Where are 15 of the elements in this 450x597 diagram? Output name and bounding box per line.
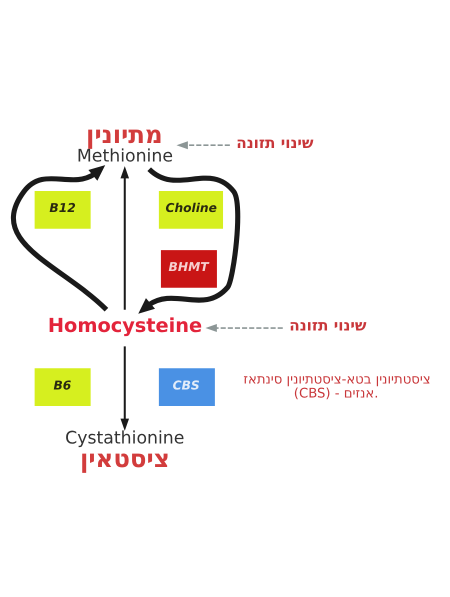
- label: ציסטתיונין בטא-ציסטתיונין סינתאז (CBS) - אנזים.: [242, 372, 430, 402]
- node-box: B12: [34, 191, 90, 229]
- node-text: שינוי תזונה: [288, 316, 366, 335]
- arrow: [10, 165, 108, 312]
- arrow: [120, 346, 129, 431]
- arrow: [204, 324, 282, 332]
- node-text: Homocysteine: [47, 314, 202, 337]
- node-box: B6: [34, 368, 90, 406]
- arrow: [120, 166, 129, 310]
- node-box: Choline: [158, 191, 223, 229]
- node-box: BHMT: [160, 250, 216, 288]
- arrow: [138, 167, 240, 314]
- node-text: שינוי תזונה: [236, 134, 314, 152]
- arrow: [176, 141, 230, 150]
- node-box: CBS: [158, 368, 214, 406]
